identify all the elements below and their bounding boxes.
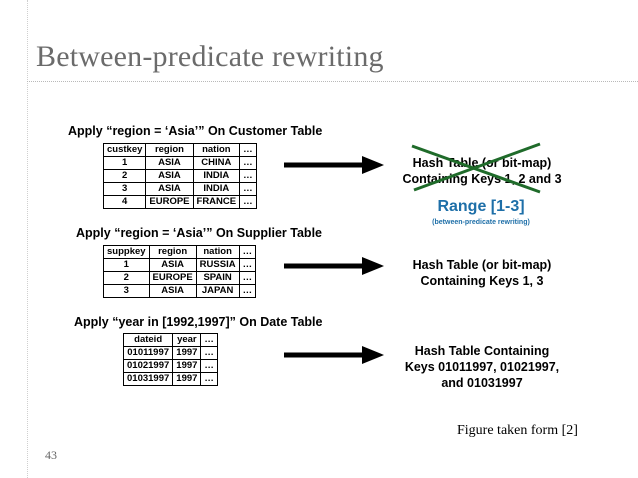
date-result: Hash Table Containing Keys 01011997, 010… xyxy=(392,343,572,391)
table-cell: … xyxy=(238,258,257,272)
table-cell: 1997 xyxy=(172,346,202,360)
date-result-line: Hash Table Containing xyxy=(414,344,550,358)
date-result-line: Keys 01011997, 01021997, xyxy=(404,360,560,374)
date-heading: Apply “year in [1992,1997]” On Date Tabl… xyxy=(74,315,323,329)
range-note: (between-predicate rewriting) xyxy=(432,219,530,226)
table-cell: 1997 xyxy=(172,359,202,373)
table-cell: ASIA xyxy=(145,169,194,183)
column-header: nation xyxy=(192,143,241,157)
column-header: custkey xyxy=(102,143,147,157)
table-cell: 1997 xyxy=(172,372,202,386)
table-cell: JAPAN xyxy=(195,284,240,298)
table-cell: 2 xyxy=(103,271,150,285)
customer-result-line: Containing Keys 1, 2 and 3 xyxy=(402,172,562,186)
column-header: … xyxy=(238,245,257,259)
table-cell: 3 xyxy=(102,182,147,196)
column-header: … xyxy=(239,143,257,157)
table-cell: … xyxy=(200,346,218,360)
column-header: region xyxy=(148,245,197,259)
table-cell: … xyxy=(239,169,257,183)
table-cell: ASIA xyxy=(145,182,194,196)
table-cell: INDIA xyxy=(192,169,241,183)
slide-title: Between-predicate rewriting xyxy=(36,40,384,73)
table-cell: ASIA xyxy=(148,258,197,272)
date-arrow xyxy=(284,346,384,364)
table-cell: … xyxy=(200,359,218,373)
table-cell: … xyxy=(200,372,218,386)
slide-margin-line xyxy=(27,0,28,478)
table-cell: 01031997 xyxy=(122,372,174,386)
figure-caption: Figure taken form [2] xyxy=(457,423,578,438)
table-cell: ASIA xyxy=(148,284,197,298)
table-cell: FRANCE xyxy=(192,195,241,209)
table-cell: … xyxy=(239,195,257,209)
table-cell: EUROPE xyxy=(148,271,197,285)
table-cell: 01011997 xyxy=(122,346,174,360)
table-cell: … xyxy=(238,284,257,298)
table-cell: 01021997 xyxy=(122,359,174,373)
table-cell: 2 xyxy=(102,169,147,183)
table-cell: INDIA xyxy=(192,182,241,196)
table-cell: … xyxy=(239,182,257,196)
supplier-result-line: Containing Keys 1, 3 xyxy=(420,274,544,288)
customer-arrow xyxy=(284,156,384,174)
slide-number: 43 xyxy=(45,448,57,462)
supplier-result: Hash Table (or bit-map) Containing Keys … xyxy=(392,257,572,289)
table-cell: ASIA xyxy=(145,156,194,170)
table-cell: 3 xyxy=(103,284,150,298)
range-label: Range [1-3] xyxy=(437,198,525,215)
strike-cross-icon xyxy=(411,142,541,194)
table-cell: 1 xyxy=(103,258,150,272)
table-cell: RUSSIA xyxy=(195,258,240,272)
table-cell: … xyxy=(238,271,257,285)
table-cell: 1 xyxy=(102,156,147,170)
table-cell: … xyxy=(239,156,257,170)
supplier-result-line: Hash Table (or bit-map) xyxy=(412,258,552,272)
column-header: dateid xyxy=(122,333,174,347)
supplier-arrow xyxy=(284,257,384,275)
title-underline xyxy=(27,81,638,82)
date-result-line: and 01031997 xyxy=(441,376,523,390)
customer-heading: Apply “region = ‘Asia’” On Customer Tabl… xyxy=(68,124,323,138)
column-header: … xyxy=(200,333,218,347)
table-cell: SPAIN xyxy=(195,271,240,285)
column-header: suppkey xyxy=(103,245,150,259)
supplier-heading: Apply “region = ‘Asia’” On Supplier Tabl… xyxy=(76,226,322,240)
table-cell: EUROPE xyxy=(145,195,194,209)
table-cell: 4 xyxy=(102,195,147,209)
column-header: year xyxy=(172,333,202,347)
column-header: region xyxy=(145,143,194,157)
column-header: nation xyxy=(195,245,240,259)
table-cell: CHINA xyxy=(192,156,241,170)
